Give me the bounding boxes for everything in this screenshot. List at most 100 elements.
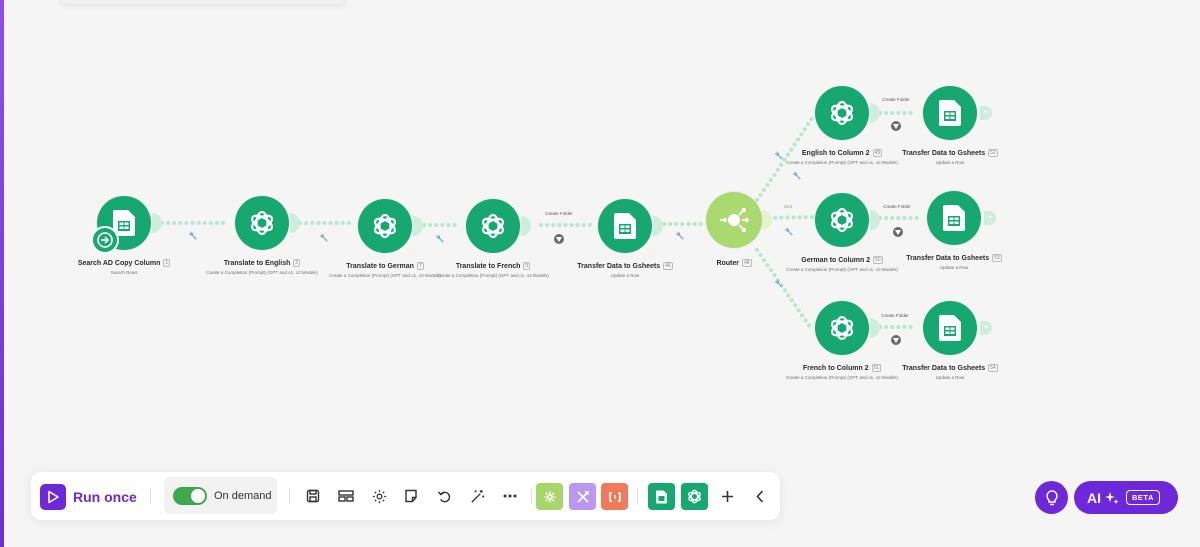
- module-action: Create a Completion (Prompt) (GPT and o1…: [437, 273, 549, 278]
- module-action: Create a Completion (Prompt) (GPT and o1…: [786, 267, 898, 272]
- wrench-icon[interactable]: 🔧: [774, 281, 784, 288]
- module-action: Create a Completion (Prompt) (GPT and o1…: [329, 273, 441, 278]
- route-label: Sed: [783, 204, 793, 209]
- connector-route-3: [755, 248, 814, 332]
- divider: [637, 488, 638, 504]
- trigger-start-icon: [91, 226, 119, 254]
- toggle-switch[interactable]: [173, 486, 207, 505]
- scenario-toolbar: Run once On demand: [31, 472, 780, 520]
- connector-handle[interactable]: [870, 318, 880, 338]
- connector-handle[interactable]: [152, 213, 162, 233]
- wrench-icon[interactable]: 🔧: [774, 153, 784, 160]
- ai-assistant-button[interactable]: AI BETA: [1074, 481, 1178, 514]
- openai-icon: [235, 196, 289, 250]
- add-module-plus-icon[interactable]: +: [984, 211, 996, 225]
- wrench-icon[interactable]: 🔧: [784, 229, 794, 236]
- wrench-icon[interactable]: 🔧: [792, 173, 802, 180]
- connector-handle[interactable]: [290, 213, 300, 233]
- divider: [531, 488, 532, 504]
- add-module-plus-icon[interactable]: +: [980, 321, 992, 335]
- google-sheets-icon: [927, 191, 981, 245]
- collapse-chevron-icon[interactable]: [748, 484, 772, 508]
- module-action: Update a Row: [935, 375, 965, 380]
- schedule-label: On demand: [214, 489, 272, 502]
- connector-handle[interactable]: [653, 216, 663, 236]
- filter-icon[interactable]: [891, 335, 901, 345]
- add-app-plus-icon[interactable]: [715, 484, 739, 508]
- lightbulb-icon[interactable]: [1035, 481, 1068, 514]
- play-icon: [40, 483, 66, 510]
- run-once-label: Run once: [73, 488, 137, 505]
- undo-icon[interactable]: [432, 484, 456, 508]
- google-sheets-icon: [598, 199, 652, 253]
- collapsed-panel: [60, 0, 345, 4]
- add-module-plus-icon[interactable]: +: [980, 106, 992, 120]
- wrench-icon[interactable]: 🔧: [188, 233, 198, 240]
- connection-label: Create Folder: [881, 313, 909, 318]
- module-action: Create a Completion (Prompt) (GPT and o1…: [206, 270, 318, 275]
- connector-handle[interactable]: [870, 103, 880, 123]
- google-sheets-app-icon[interactable]: [648, 483, 675, 510]
- text-parser-icon[interactable]: [601, 483, 628, 510]
- connector-handle[interactable]: [521, 216, 531, 236]
- settings-icon[interactable]: [367, 484, 391, 508]
- wrench-icon[interactable]: 🔧: [675, 233, 685, 240]
- tools-icon[interactable]: [536, 483, 563, 510]
- auto-align-icon[interactable]: [465, 484, 489, 508]
- google-sheets-icon: [923, 86, 977, 140]
- connection-label: Create Folder: [545, 211, 573, 216]
- connector-handle[interactable]: [870, 210, 880, 230]
- beta-badge: BETA: [1126, 490, 1160, 505]
- google-sheets-icon: [97, 196, 151, 250]
- ai-label: AI: [1087, 489, 1101, 506]
- divider: [289, 488, 290, 504]
- module-action: Update a Row: [935, 160, 965, 165]
- openai-app-icon[interactable]: [681, 483, 708, 510]
- router-icon: [706, 192, 762, 248]
- filter-icon[interactable]: [891, 121, 901, 131]
- openai-icon: [815, 86, 869, 140]
- save-icon[interactable]: [301, 484, 325, 508]
- scenario-io-icon[interactable]: [334, 484, 358, 508]
- openai-icon: [815, 301, 869, 355]
- filter-icon[interactable]: [554, 234, 564, 244]
- flow-control-icon[interactable]: [569, 483, 596, 510]
- more-icon[interactable]: [498, 484, 522, 508]
- sparkle-icon: [1105, 491, 1119, 505]
- connector-handle[interactable]: [762, 210, 772, 230]
- schedule-toggle[interactable]: On demand: [164, 477, 277, 514]
- notes-icon[interactable]: [399, 484, 423, 508]
- connector-handle[interactable]: [413, 216, 423, 236]
- run-once-button[interactable]: Run once: [40, 483, 137, 510]
- wrench-icon[interactable]: 🔧: [435, 236, 445, 243]
- openai-icon: [466, 199, 520, 253]
- module-action: Search Rows: [110, 270, 138, 275]
- filter-icon[interactable]: [893, 227, 903, 237]
- wrench-icon[interactable]: 🔧: [319, 235, 329, 242]
- module-action: Update a Row: [610, 273, 640, 278]
- google-sheets-icon: [923, 301, 977, 355]
- left-edge-accent: [0, 0, 4, 547]
